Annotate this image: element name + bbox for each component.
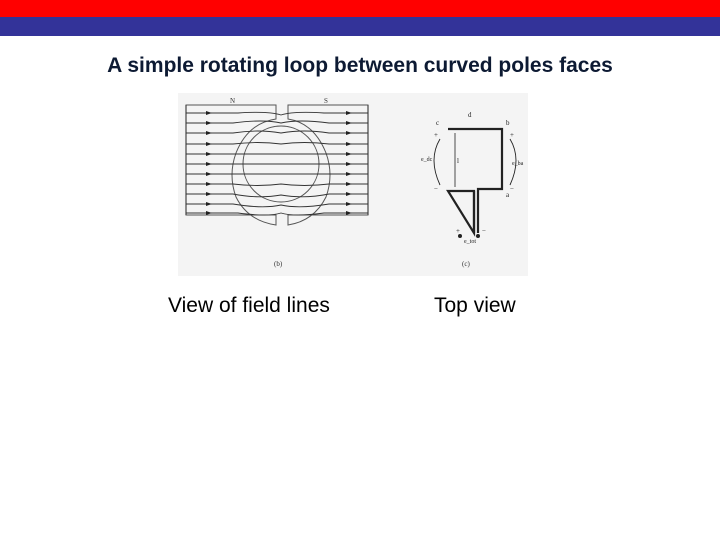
panel-c-label: (c) [462,260,470,268]
emf-arc-left [433,138,441,186]
field-arrowheads [206,111,352,215]
corner-c-label: c [436,119,439,127]
corner-d-label: d [468,111,472,119]
north-pole-piece [185,104,277,226]
length-label: l [457,157,459,165]
rotating-loop-figure: N S [178,93,528,276]
south-pole-label: S [324,97,328,105]
terminal-left [458,234,462,238]
sign-1: + [434,131,438,139]
south-pole-piece [287,104,369,226]
terminal-right [476,234,480,238]
sign-6: − [482,227,486,235]
sign-5: + [456,227,460,235]
corner-b-label: b [506,119,510,127]
sign-4: − [510,185,514,193]
emf-arc-right [509,138,517,186]
emf-right-label: e_ba [512,161,524,167]
slide-title: A simple rotating loop between curved po… [107,54,613,77]
top-view-panel: l c d b a e_dc e_ba e_tot + − + − + − (c… [421,111,524,268]
caption-top-view: Top view [434,294,516,317]
caption-field-lines: View of field lines [168,294,330,317]
emf-left-label: e_dc [421,157,433,163]
emf-total-label: e_tot [464,239,476,245]
north-pole-label: N [230,97,235,105]
top-accent-bar-blue [0,17,720,36]
figure-background [178,93,528,276]
top-accent-bar-red [0,0,720,17]
sign-2: − [434,185,438,193]
panel-b-label: (b) [274,260,283,268]
sign-3: + [510,131,514,139]
field-lines-panel: N S [185,97,369,268]
field-line-group [186,111,368,216]
corner-a-label: a [506,191,510,199]
